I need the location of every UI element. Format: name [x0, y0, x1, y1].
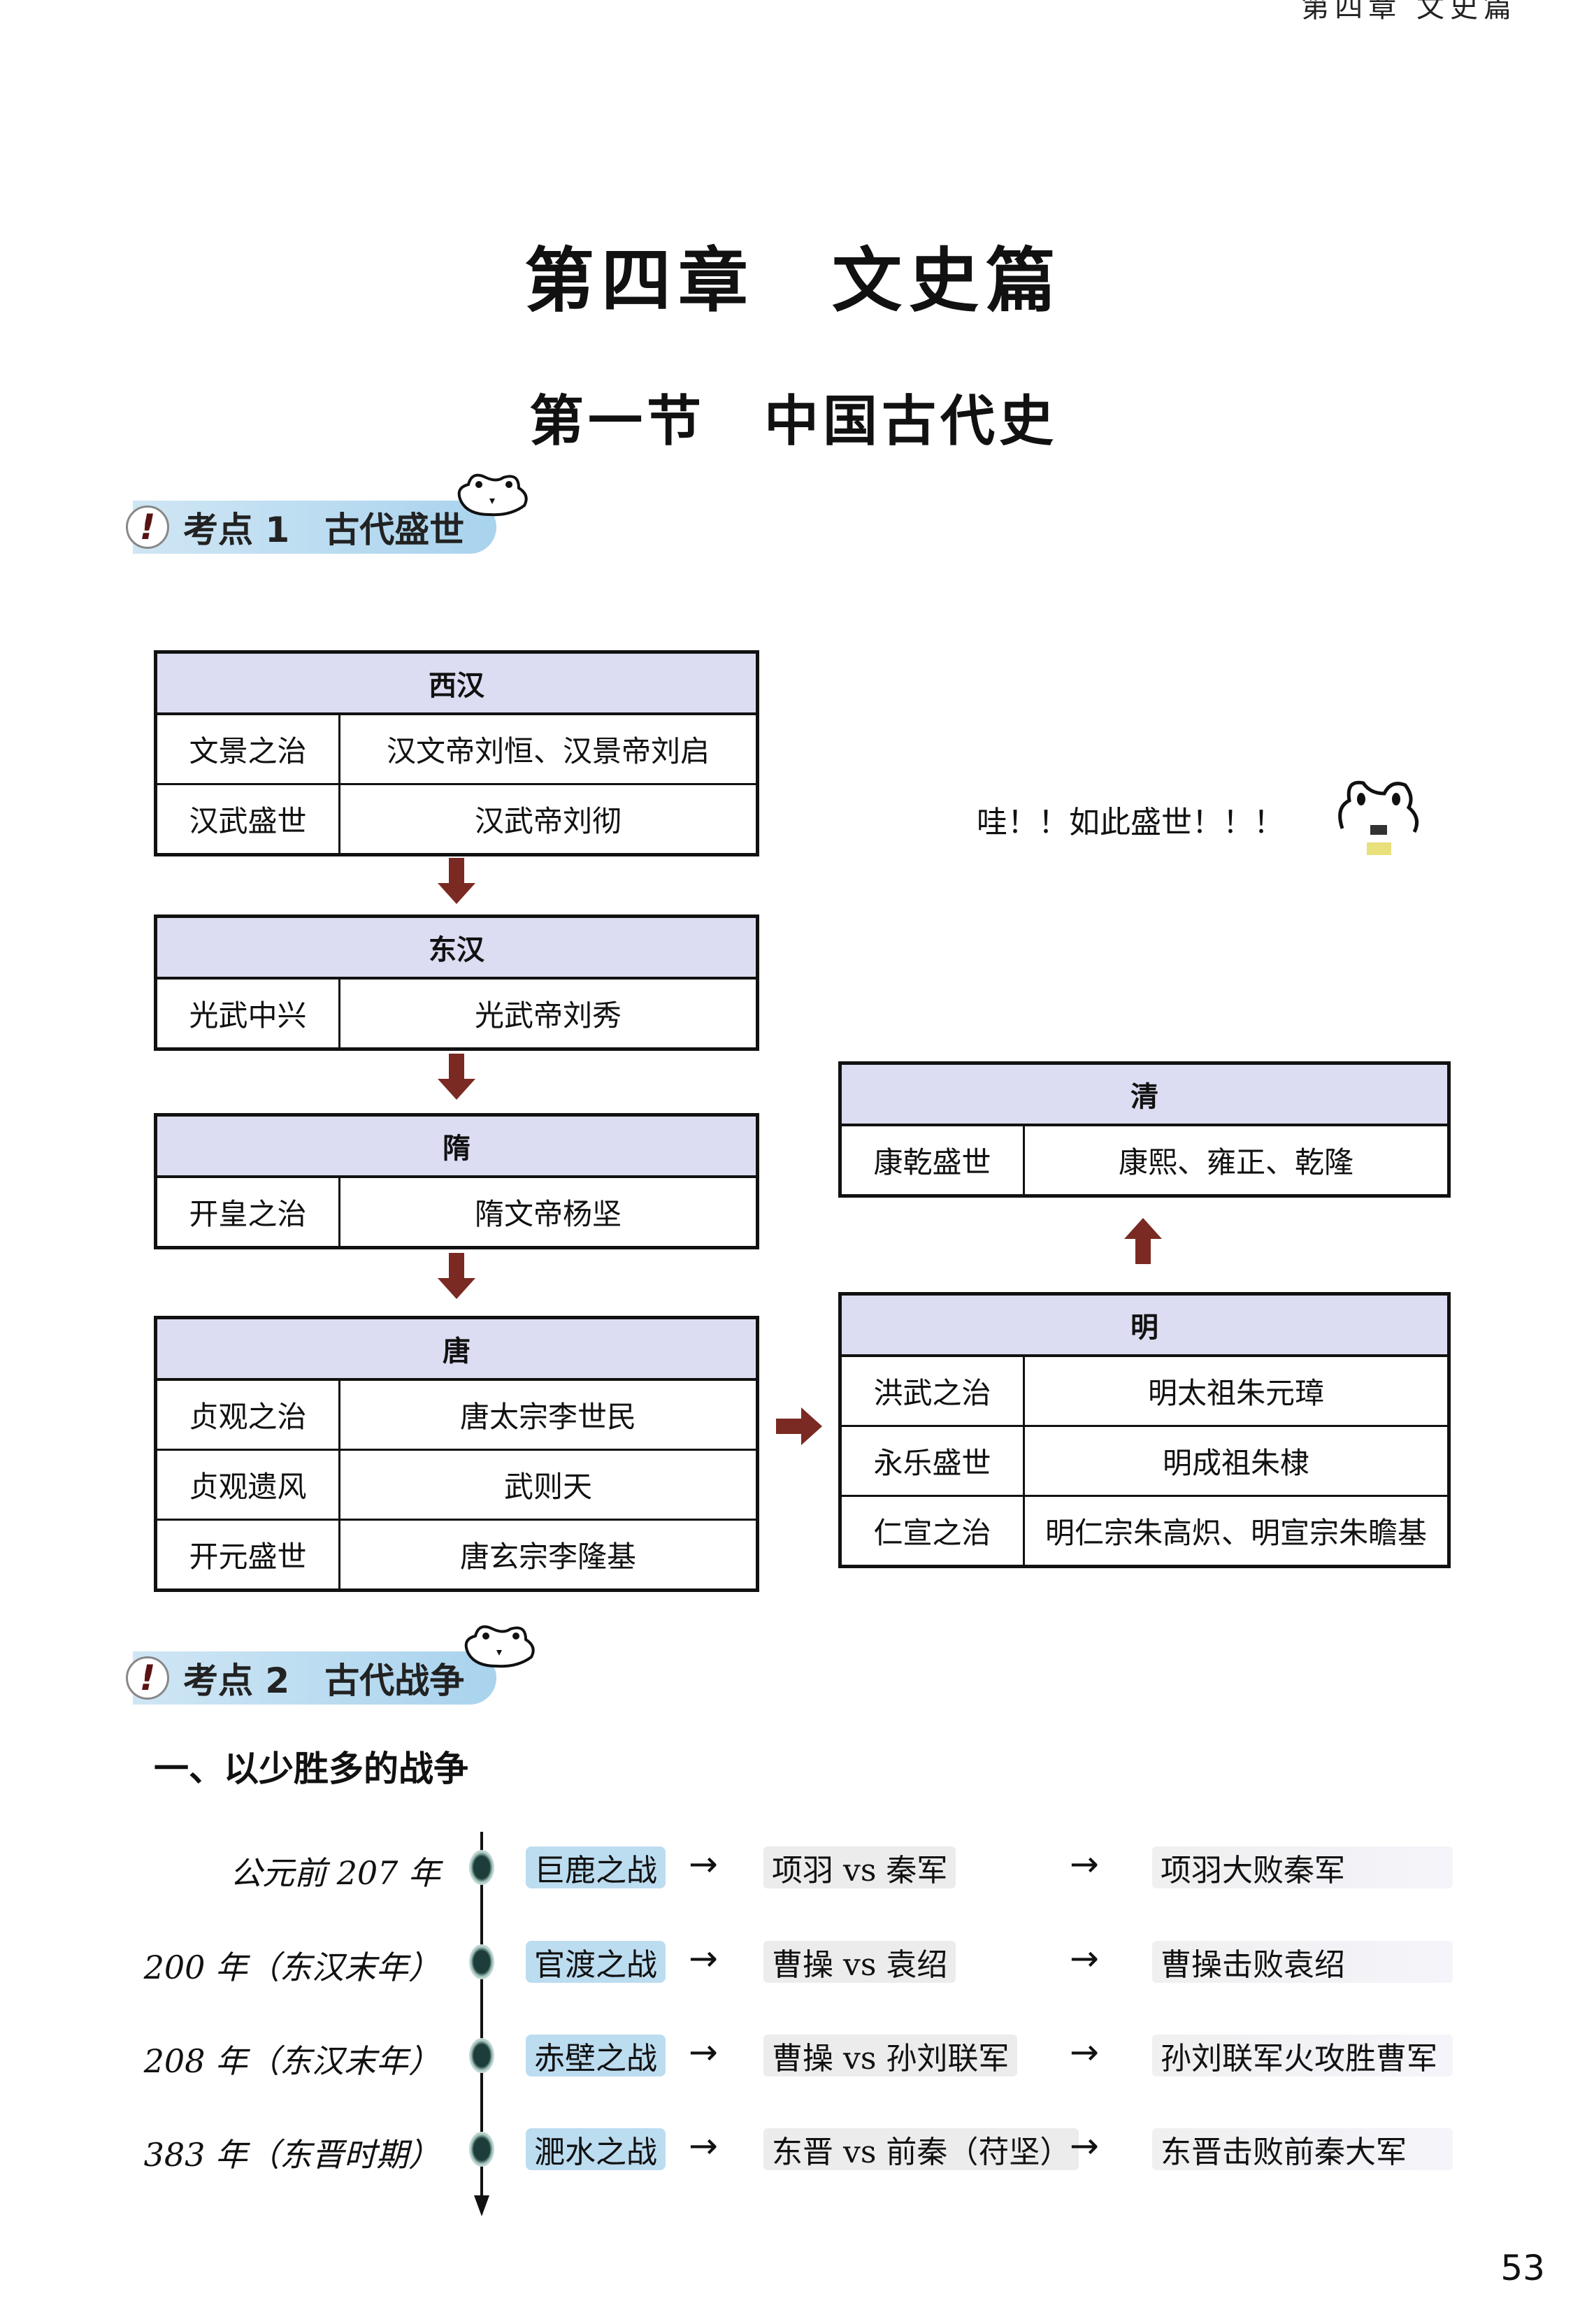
timeline-arrowhead-icon	[474, 2195, 489, 2216]
dynasty-name: 隋	[157, 1117, 756, 1178]
emperor-names: 武则天	[503, 1470, 592, 1504]
table-row: 汉武盛世 汉武帝刘彻	[157, 783, 756, 853]
battle-sides: 曹操 vs 孙刘联军	[763, 2035, 1018, 2076]
timeline-axis	[480, 1832, 483, 2202]
table-row: 洪武之治 明太祖朱元璋	[842, 1357, 1447, 1425]
battle-name: 巨鹿之战	[526, 1846, 666, 1888]
emperor-names: 唐太宗李世民	[459, 1400, 636, 1434]
table-row: 开元盛世 唐玄宗李隆基	[157, 1519, 756, 1588]
table-row: 光武中兴 光武帝刘秀	[157, 980, 756, 1047]
battle-result: 曹操击败袁绍	[1152, 1941, 1453, 1983]
emperor-names: 光武帝刘秀	[474, 998, 622, 1033]
dynasty-table-donghan: 东汉光武中兴 光武帝刘秀	[154, 914, 759, 1051]
dynasty-name: 唐	[157, 1319, 756, 1381]
dynasty-table-xihan: 西汉文景之治 汉文帝刘恒、汉景帝刘启汉武盛世 汉武帝刘彻	[154, 650, 759, 856]
dynasty-name: 清	[842, 1065, 1447, 1126]
kaodian-2-badge: ! 考点 2 古代战争	[126, 1651, 496, 1705]
kaodian-title: 古代战争	[324, 1660, 465, 1701]
battle-name: 官渡之战	[526, 1941, 666, 1983]
arrow-right-icon: →	[1070, 1844, 1099, 1884]
battle-sides: 东晋 vs 前秦（苻坚）	[763, 2128, 1079, 2170]
dynasty-table-qing: 清康乾盛世 康熙、雍正、乾隆	[838, 1061, 1451, 1198]
era-name: 仁宣之治	[842, 1497, 1025, 1565]
dynasty-name: 西汉	[157, 654, 756, 715]
flow-arrow-down-icon	[438, 1253, 475, 1299]
battle-result: 东晋击败前秦大军	[1152, 2128, 1453, 2170]
era-name: 光武中兴	[157, 980, 340, 1047]
arrow-right-icon: →	[1070, 1938, 1099, 1979]
timeline-dot-icon	[469, 1850, 494, 1885]
battle-year: 208 年（东汉末年）	[143, 2042, 440, 2080]
era-name: 贞观之治	[157, 1381, 340, 1449]
battle-name: 赤壁之战	[526, 2035, 666, 2076]
flow-arrow-right-icon	[776, 1407, 822, 1445]
battle-result: 孙刘联军火攻胜曹军	[1152, 2035, 1453, 2076]
battle-sides: 项羽 vs 秦军	[763, 1846, 956, 1888]
emperor-names: 康熙、雍正、乾隆	[1118, 1145, 1353, 1179]
battle-year: 200 年（东汉末年）	[143, 1949, 440, 1986]
emperor-names: 汉武帝刘彻	[474, 804, 622, 838]
battle-result: 项羽大败秦军	[1152, 1846, 1453, 1888]
battle-sides: 曹操 vs 袁绍	[763, 1941, 956, 1983]
kaodian-number: 考点 2	[183, 1660, 290, 1701]
era-name: 永乐盛世	[842, 1427, 1025, 1495]
flow-arrow-down-icon	[438, 1054, 475, 1100]
era-name: 康乾盛世	[842, 1126, 1025, 1194]
era-name: 开元盛世	[157, 1521, 340, 1588]
kaodian-1-badge: ! 考点 1 古代盛世	[126, 501, 496, 554]
dynasty-name: 明	[842, 1296, 1447, 1357]
page-number: 53	[1500, 2248, 1545, 2288]
section-title: 第一节 中国古代史	[529, 389, 1058, 453]
battle-name: 淝水之战	[526, 2128, 666, 2170]
exclamation-icon: !	[126, 505, 169, 549]
era-name: 文景之治	[157, 715, 340, 783]
kaodian-title: 古代盛世	[324, 510, 465, 550]
arrow-right-icon: →	[1070, 2125, 1099, 2166]
table-row: 贞观之治 唐太宗李世民	[157, 1381, 756, 1449]
table-row: 康乾盛世 康熙、雍正、乾隆	[842, 1126, 1447, 1194]
comment-text: 哇！！如此盛世！！！	[977, 805, 1284, 840]
emperor-names: 隋文帝杨坚	[474, 1197, 622, 1231]
emperor-names: 明成祖朱棣	[1162, 1446, 1309, 1480]
arrow-right-icon: →	[689, 1938, 718, 1979]
exclamation-icon: !	[126, 1656, 169, 1700]
dynasty-table-ming: 明洪武之治 明太祖朱元璋永乐盛世 明成祖朱棣仁宣之治明仁宗朱高炽、明宣宗朱瞻基	[838, 1292, 1451, 1568]
era-name: 洪武之治	[842, 1357, 1025, 1425]
timeline-dot-icon	[469, 1944, 494, 1979]
flow-arrow-up-icon	[1124, 1218, 1162, 1264]
emperor-names: 汉文帝刘恒、汉景帝刘启	[386, 734, 710, 768]
subheading: 一、以少胜多的战争	[154, 1749, 468, 1789]
frog-mascot-icon	[457, 473, 528, 517]
table-row: 仁宣之治明仁宗朱高炽、明宣宗朱瞻基	[842, 1495, 1447, 1565]
arrow-right-icon: →	[689, 2125, 718, 2166]
dynasty-name: 东汉	[157, 918, 756, 980]
frog-mascot-icon	[464, 1625, 535, 1668]
table-row: 文景之治 汉文帝刘恒、汉景帝刘启	[157, 715, 756, 783]
emperor-names: 明太祖朱元璋	[1147, 1376, 1324, 1410]
timeline-dot-icon	[469, 2132, 494, 2167]
arrow-right-icon: →	[689, 2032, 718, 2072]
timeline-dot-icon	[469, 2038, 494, 2073]
kaodian-number: 考点 1	[183, 510, 290, 550]
table-row: 贞观遗风 武则天	[157, 1449, 756, 1519]
chapter-title: 第四章 文史篇	[524, 239, 1063, 322]
arrow-right-icon: →	[689, 1844, 718, 1884]
era-name: 汉武盛世	[157, 785, 340, 853]
emperor-names: 明仁宗朱高炽、明宣宗朱瞻基	[1044, 1516, 1427, 1550]
flow-arrow-down-icon	[438, 858, 475, 904]
table-row: 开皇之治 隋文帝杨坚	[157, 1178, 756, 1246]
dynasty-table-tang: 唐贞观之治 唐太宗李世民贞观遗风 武则天开元盛世 唐玄宗李隆基	[154, 1316, 759, 1592]
era-name: 开皇之治	[157, 1178, 340, 1246]
running-header: 第四章 文史篇	[1301, 0, 1517, 24]
era-name: 贞观遗风	[157, 1451, 340, 1519]
frog-mascot-icon	[1338, 780, 1419, 855]
emperor-names: 唐玄宗李隆基	[459, 1540, 636, 1574]
table-row: 永乐盛世 明成祖朱棣	[842, 1425, 1447, 1495]
dynasty-table-sui: 隋开皇之治 隋文帝杨坚	[154, 1113, 759, 1249]
battle-year: 383 年（东晋时期）	[143, 2136, 440, 2174]
battle-year: 公元前 207 年	[229, 1854, 440, 1892]
arrow-right-icon: →	[1070, 2032, 1099, 2072]
